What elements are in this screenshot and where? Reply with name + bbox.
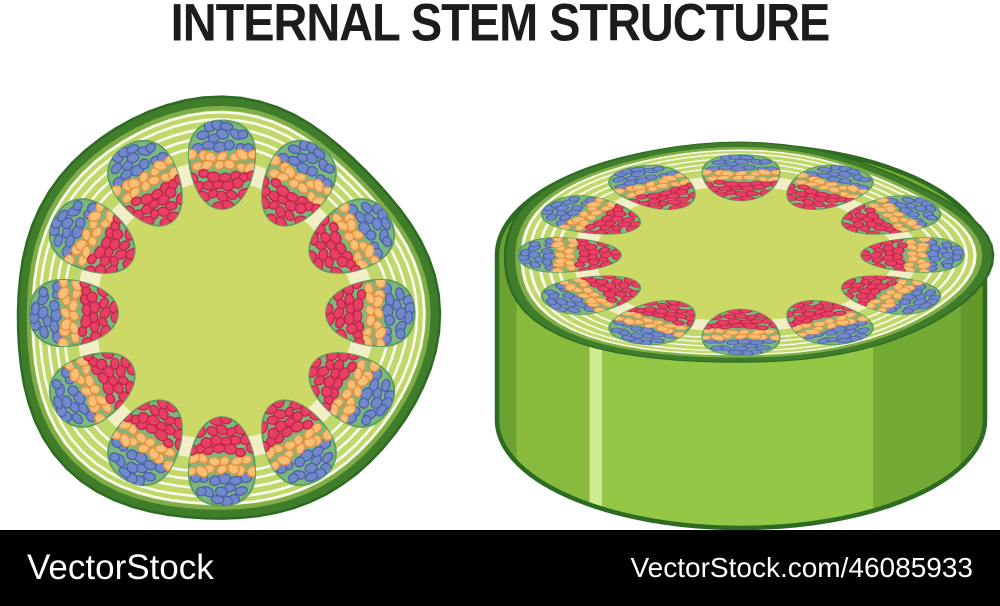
cylinder-top xyxy=(503,141,995,363)
cross-section-2d-figure xyxy=(16,95,442,520)
stem-diagram xyxy=(16,95,995,531)
watermark-brand: VectorStock xyxy=(27,548,214,587)
watermark-bar: VectorStock VectorStock.com/46085933 xyxy=(0,530,1000,606)
watermark-site-ref: VectorStock.com/46085933 xyxy=(630,552,973,583)
cylinder-top-section xyxy=(503,141,995,363)
stem-3d-figure xyxy=(494,141,995,531)
cross-section-layers xyxy=(16,95,442,520)
page-title: INTERNAL STEM STRUCTURE xyxy=(170,0,831,52)
